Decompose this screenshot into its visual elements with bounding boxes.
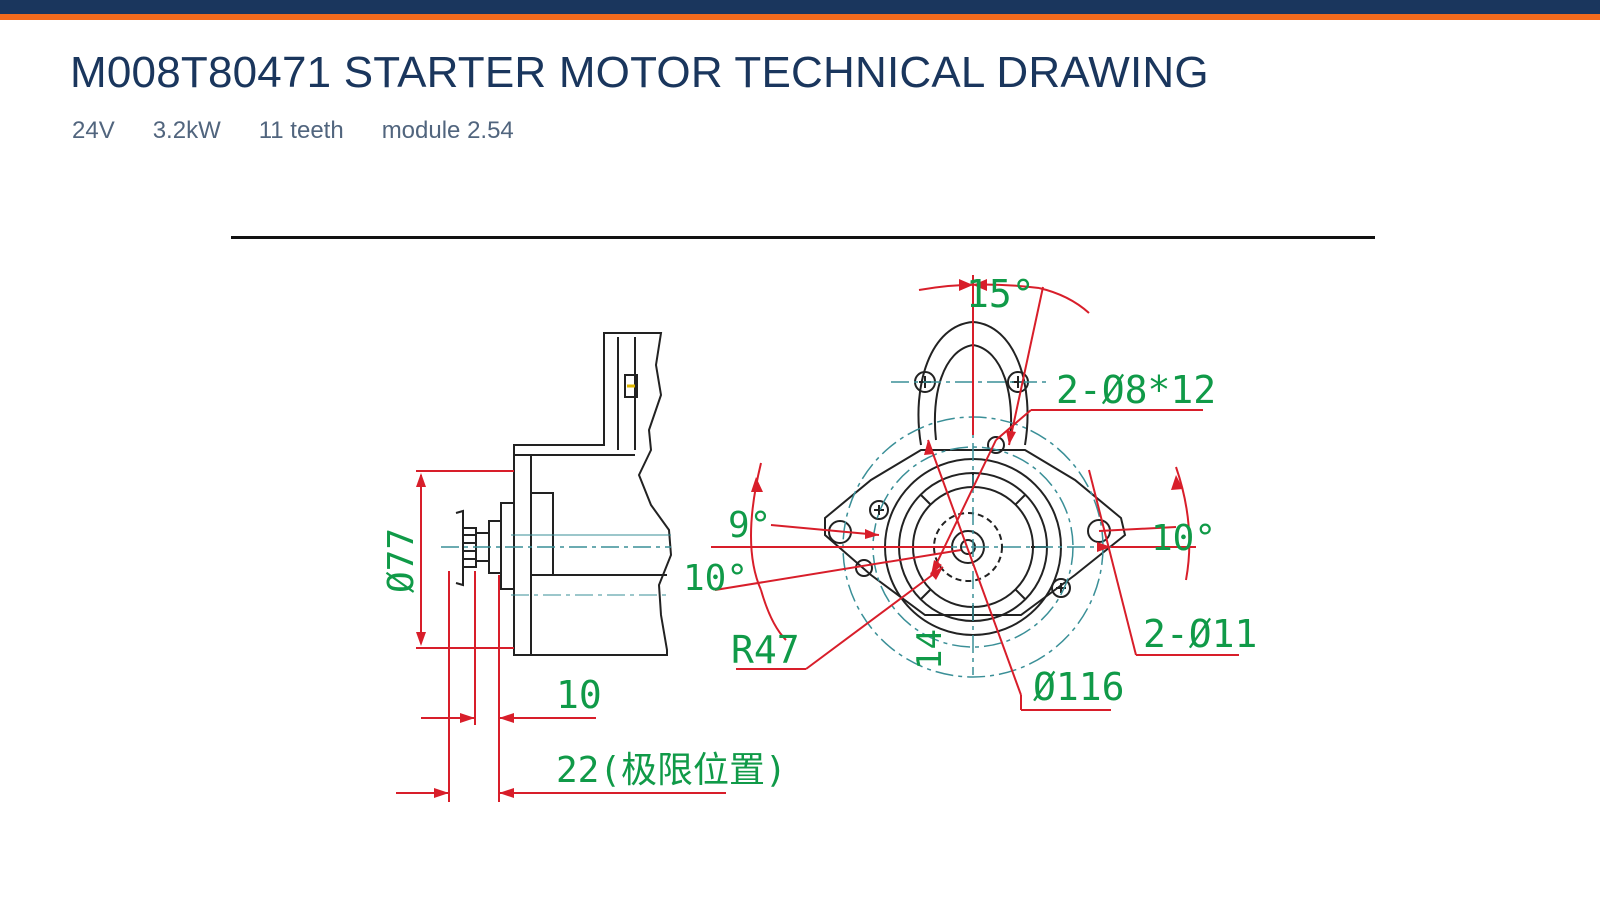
spec-power: 3.2kW bbox=[152, 117, 221, 144]
dim-pinion-length: 10 bbox=[556, 673, 602, 717]
dim-pilot-diameter: Ø77 bbox=[381, 528, 422, 593]
header-orange-bar bbox=[0, 14, 1600, 20]
page-title: M008T80471 STARTER MOTOR TECHNICAL DRAWI… bbox=[70, 48, 1209, 97]
dim-angle-right: 10° bbox=[1151, 518, 1216, 559]
header-navy-bar bbox=[0, 0, 1600, 14]
dim-bolt-holes: 2-Ø8*12 bbox=[1056, 368, 1216, 412]
spec-module: module 2.54 bbox=[381, 117, 514, 144]
dim-radius: R47 bbox=[731, 628, 800, 672]
divider-rule bbox=[231, 236, 1375, 239]
side-view bbox=[455, 332, 673, 656]
dim-pinion-offset: 14 bbox=[910, 629, 950, 670]
side-dimension-lines bbox=[396, 470, 726, 802]
spec-teeth: 11 teeth bbox=[258, 117, 344, 144]
spec-voltage: 24V bbox=[72, 117, 115, 144]
front-dimension-lines bbox=[711, 275, 1239, 711]
dim-angle-top: 15° bbox=[966, 272, 1035, 316]
technical-drawing: Ø77 10 22(极限位置) bbox=[381, 272, 1257, 802]
dim-angle-left-lower: 10° bbox=[683, 558, 748, 599]
front-arrowheads bbox=[751, 279, 1183, 580]
dim-extension: 22(极限位置) bbox=[556, 750, 787, 791]
dim-mount-holes: 2-Ø11 bbox=[1143, 612, 1257, 656]
dim-angle-left-upper: 9° bbox=[728, 505, 771, 546]
spec-list: 24V 3.2kW 11 teeth module 2.54 bbox=[72, 117, 552, 145]
dim-flange-diameter: Ø116 bbox=[1033, 665, 1125, 709]
